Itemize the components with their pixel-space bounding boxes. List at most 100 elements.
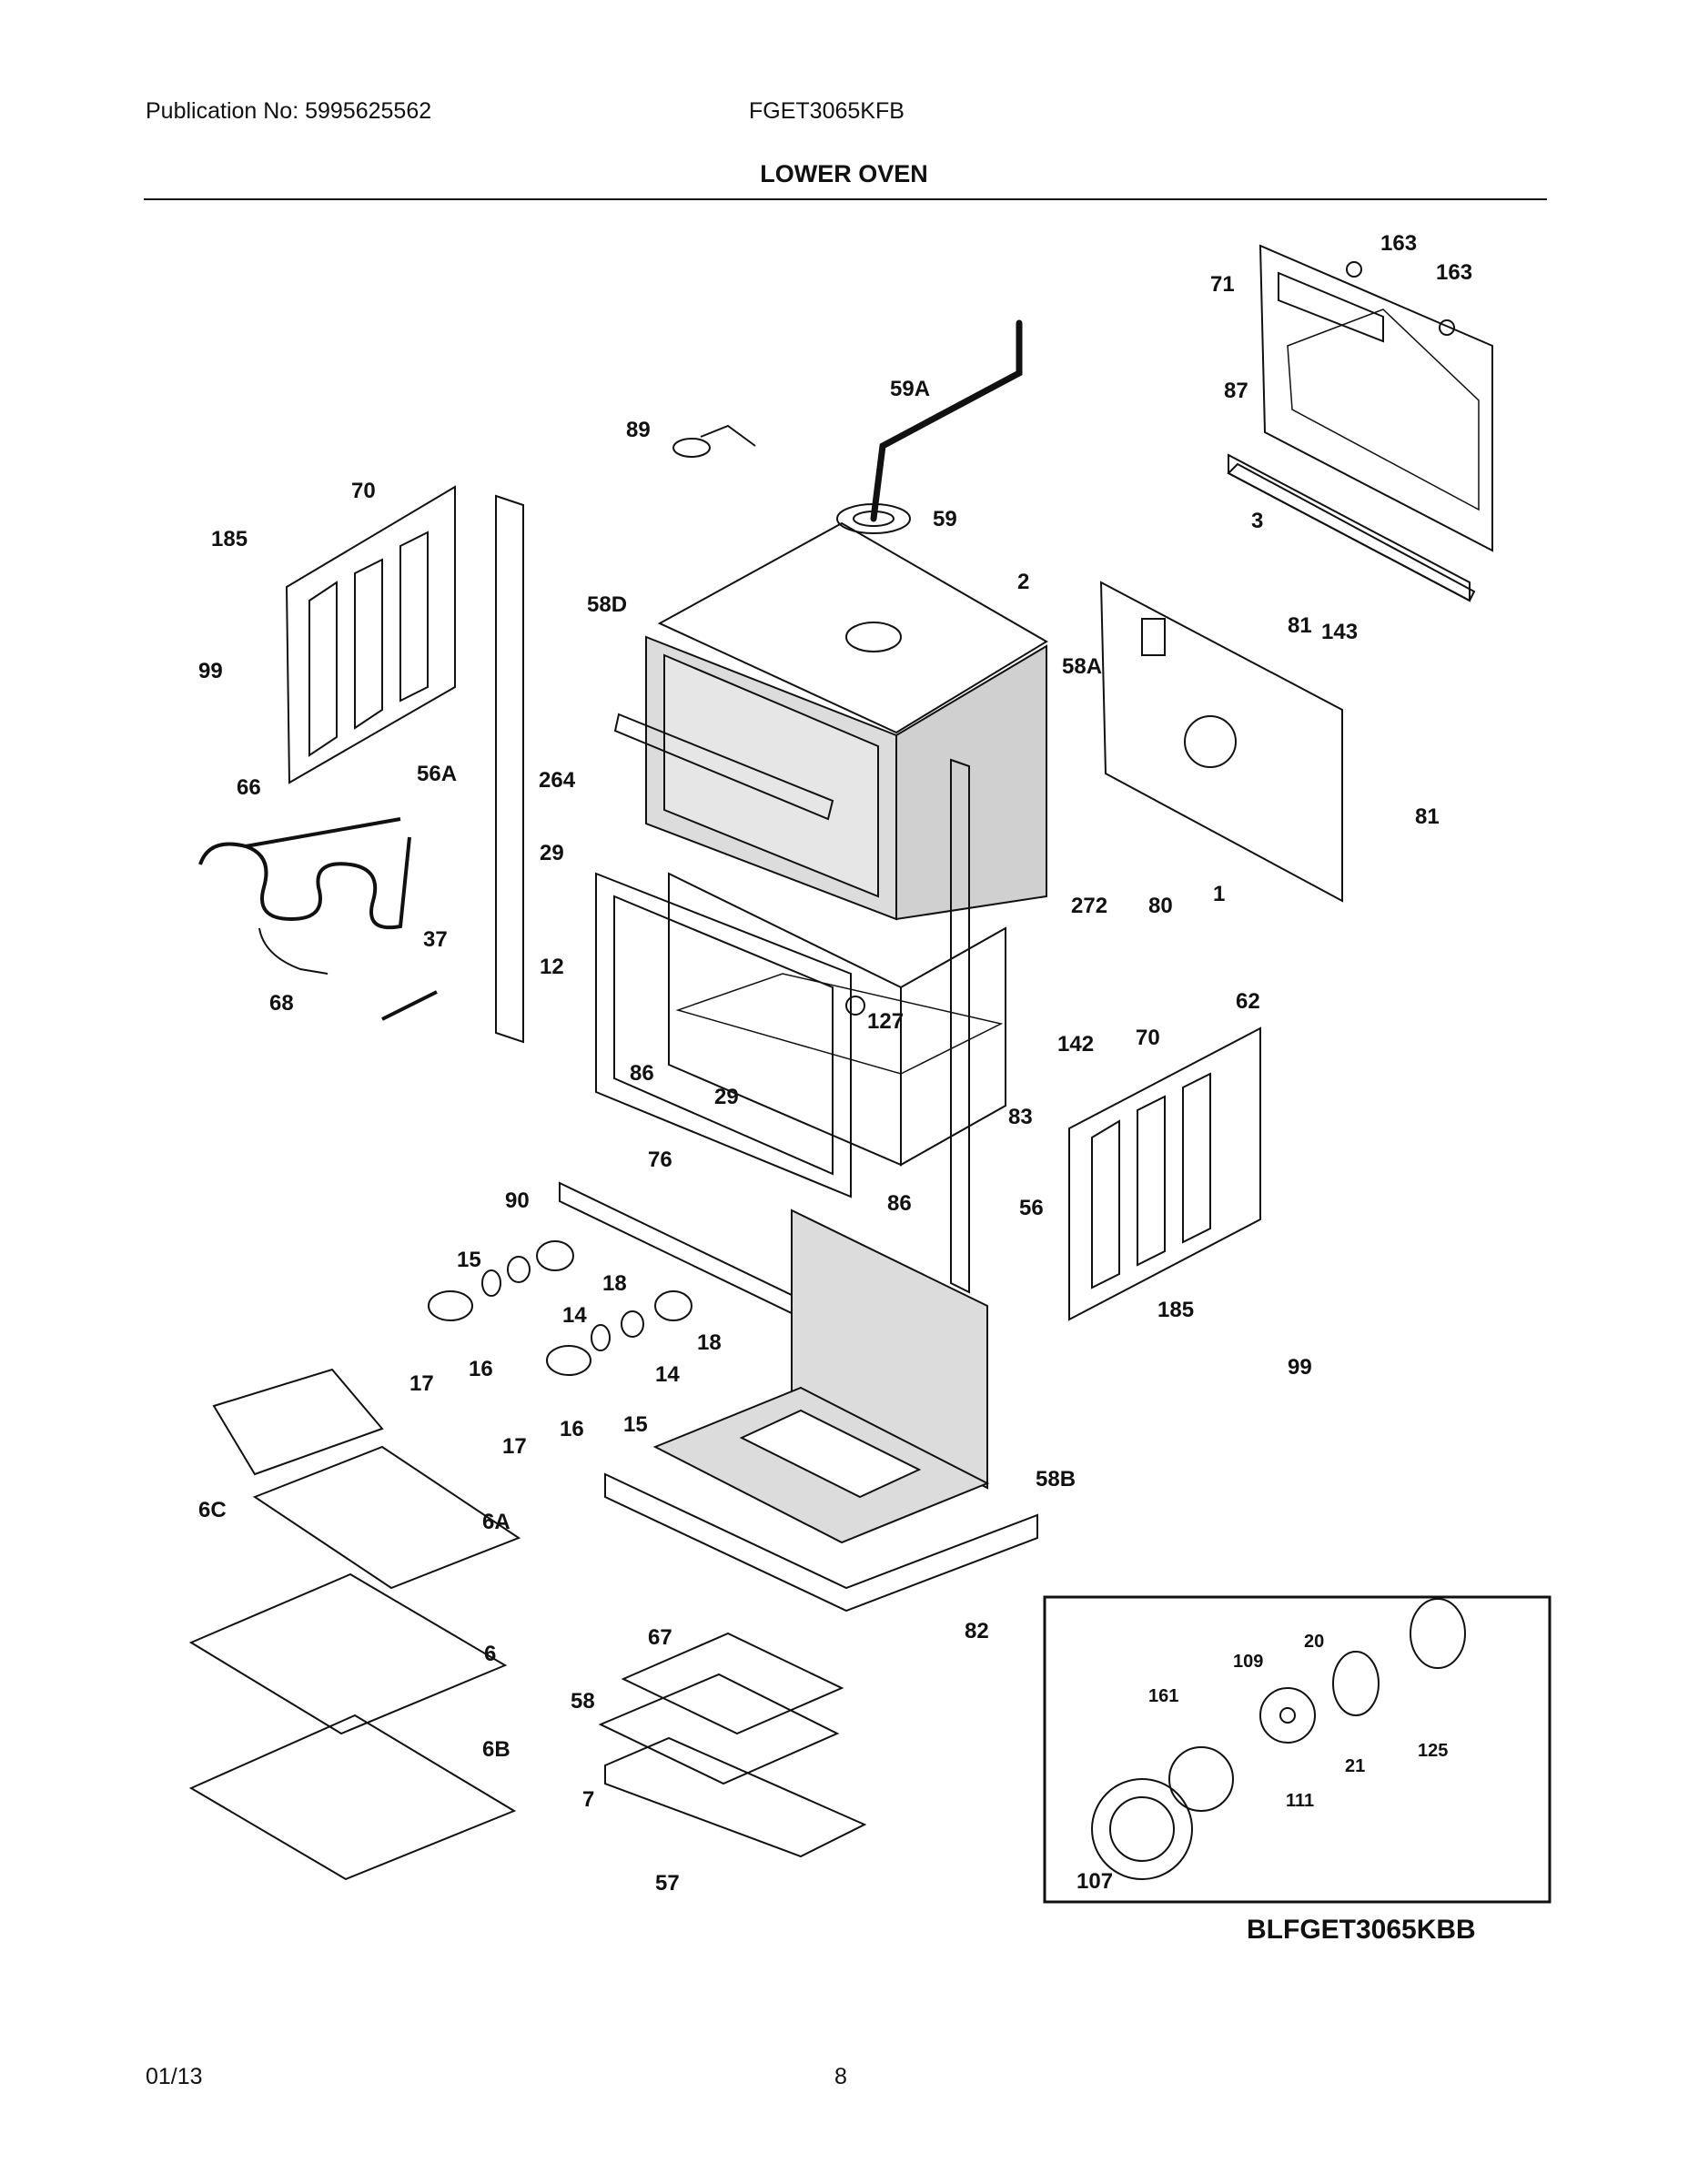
callout-99: 99 [198, 659, 223, 683]
callout-83: 83 [1008, 1105, 1033, 1129]
hidden-bake-element-part [598, 1632, 867, 1858]
callout-81: 81 [1288, 613, 1312, 638]
callout-15: 15 [457, 1248, 481, 1272]
callout-59: 59 [933, 507, 957, 531]
publication-date: 01/13 [146, 2064, 203, 2089]
callout-80: 80 [1148, 894, 1173, 918]
side-insulation-panel-part [1068, 1026, 1261, 1321]
callout-87: 87 [1224, 379, 1248, 403]
callout-57: 57 [655, 1871, 680, 1896]
vent-cap-part [836, 503, 911, 534]
convection-fan-part [1091, 1598, 1466, 1880]
oven-rack-part [188, 1368, 521, 1881]
callout-14: 14 [562, 1303, 587, 1328]
callout-17: 17 [409, 1371, 434, 1396]
callout-14: 14 [655, 1362, 680, 1387]
callout-143: 143 [1321, 620, 1358, 644]
callout-67: 67 [648, 1625, 672, 1650]
callout-18: 18 [697, 1330, 722, 1355]
publication-number: Publication No: 5995625562 [146, 98, 432, 124]
callout-81: 81 [1415, 804, 1440, 829]
sensor-part [672, 424, 756, 458]
oven-top-part [657, 521, 1048, 734]
callout-56A: 56A [417, 762, 457, 786]
callout-58: 58 [571, 1689, 595, 1714]
callout-6C: 6C [198, 1498, 227, 1522]
callout-163: 163 [1436, 260, 1472, 285]
callout-18: 18 [602, 1271, 627, 1296]
bottom-insulation-part [652, 1208, 990, 1544]
callout-185: 185 [1157, 1298, 1194, 1322]
section-title: LOWER OVEN [760, 160, 928, 187]
callout-29: 29 [714, 1085, 739, 1109]
callout-86: 86 [630, 1061, 654, 1086]
callout-127: 127 [867, 1009, 904, 1034]
oven-cavity-liner-part [645, 635, 1047, 921]
callout-6B: 6B [482, 1737, 510, 1762]
callout-6: 6 [484, 1642, 496, 1666]
callout-76: 76 [648, 1148, 672, 1172]
callout-3: 3 [1251, 509, 1263, 533]
callout-125: 125 [1418, 1741, 1448, 1761]
callout-37: 37 [423, 927, 448, 952]
callout-6A: 6A [482, 1510, 510, 1534]
callout-59A: 59A [890, 377, 930, 401]
callout-89: 89 [626, 418, 651, 442]
callout-264: 264 [539, 768, 576, 793]
callout-66: 66 [237, 775, 261, 800]
callout-71: 71 [1210, 272, 1235, 297]
callout-142: 142 [1057, 1032, 1094, 1057]
part-callouts: 163 163 71 59A 87 89 59 70 185 3 2 58D 8… [198, 231, 1476, 1945]
wire-part [258, 927, 329, 975]
callout-161: 161 [1148, 1686, 1178, 1706]
callout-62: 62 [1236, 989, 1260, 1014]
callout-99: 99 [1288, 1355, 1312, 1380]
callout-111: 111 [1286, 1791, 1314, 1811]
callout-16: 16 [560, 1417, 584, 1441]
callout-58D: 58D [587, 592, 627, 617]
callout-82: 82 [965, 1619, 989, 1643]
callout-16: 16 [469, 1357, 493, 1381]
callout-12: 12 [540, 955, 564, 979]
callout-2: 2 [1017, 570, 1029, 594]
callout-56: 56 [1019, 1196, 1044, 1220]
vent-tube-part [870, 319, 1023, 522]
front-frame-bar-part [613, 713, 834, 821]
callout-20: 20 [1304, 1632, 1324, 1652]
wire-part [381, 990, 438, 1021]
callout-90: 90 [505, 1188, 530, 1213]
callout-163: 163 [1380, 231, 1417, 256]
callout-58B: 58B [1036, 1467, 1076, 1491]
callout-107: 107 [1076, 1869, 1113, 1894]
door-frame-part [595, 872, 865, 1198]
bake-element-part [198, 817, 411, 930]
fan-assembly-inset-box [1043, 1595, 1552, 1904]
bottom-pan-part [604, 1472, 1038, 1613]
rear-control-panel-part [1099, 581, 1343, 903]
side-rail-part [495, 494, 524, 1044]
bracket-part [1227, 453, 1476, 602]
callout-58A: 58A [1062, 654, 1102, 679]
callout-17: 17 [502, 1434, 527, 1459]
callout-29: 29 [540, 841, 564, 865]
callout-15: 15 [623, 1412, 648, 1437]
callout-185: 185 [211, 527, 248, 551]
page-number: 8 [834, 2064, 847, 2089]
oven-body-part [668, 872, 1006, 1167]
inset-model-label: BLFGET3065KBB [1247, 1915, 1476, 1945]
callout-21: 21 [1345, 1756, 1365, 1776]
side-rail-part [950, 758, 970, 1294]
callout-70: 70 [1136, 1026, 1160, 1050]
callout-1: 1 [1213, 882, 1225, 906]
callout-109: 109 [1233, 1652, 1263, 1672]
callout-68: 68 [269, 991, 294, 1016]
callout-70: 70 [351, 479, 376, 503]
model-number: FGET3065KFB [749, 98, 905, 124]
light-socket-part [428, 1240, 692, 1376]
header-rule [144, 198, 1547, 200]
callout-7: 7 [582, 1787, 594, 1812]
side-insulation-panel-part [285, 485, 456, 784]
rear-panel-part [1258, 244, 1493, 552]
callout-86: 86 [887, 1191, 912, 1216]
